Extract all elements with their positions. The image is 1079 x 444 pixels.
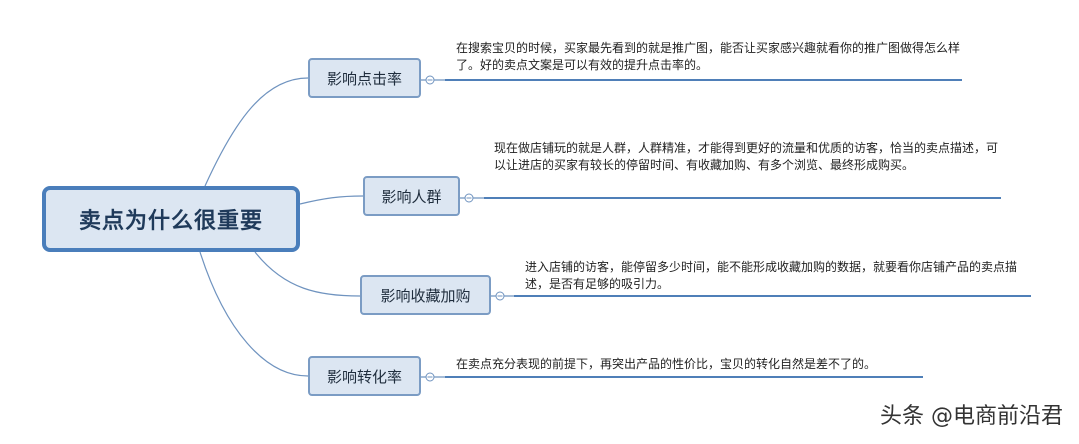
collapse-toggle-icon[interactable] [495, 291, 505, 301]
watermark-text: 头条 @电商前沿君 [880, 404, 1063, 429]
collapse-toggle-icon[interactable] [464, 193, 474, 203]
branch-topic-conversion-rate[interactable]: 影响转化率 [308, 356, 421, 396]
connector-curve-3 [254, 251, 361, 297]
connector-curve-1 [204, 77, 309, 187]
connector-curve-4 [199, 251, 309, 377]
branch-description: 进入店铺的访客，能停留多少时间，能不能形成收藏加购的数据，就要看你店铺产品的卖点… [525, 260, 1018, 291]
branch-topic-favorites-cart[interactable]: 影响收藏加购 [360, 275, 491, 315]
central-topic[interactable]: 卖点为什么很重要 [42, 186, 300, 252]
branch-description: 在搜索宝贝的时候，买家最先看到的就是推广图，能否让买家感兴趣就看你的推广图做得怎… [456, 41, 961, 72]
branch-description: 现在做店铺玩的就是人群，人群精准，才能得到更好的流量和优质的访客，恰当的卖点描述… [494, 141, 999, 172]
collapse-toggle-icon[interactable] [425, 75, 435, 85]
connector-curve-2 [299, 195, 364, 205]
branch-topic-audience[interactable]: 影响人群 [363, 176, 460, 216]
collapse-toggle-icon[interactable] [425, 372, 435, 382]
branch-description: 在卖点充分表现的前提下，再突出产品的性价比，宝贝的转化自然是差不了的。 [456, 357, 877, 371]
branch-topic-click-rate[interactable]: 影响点击率 [308, 58, 421, 98]
